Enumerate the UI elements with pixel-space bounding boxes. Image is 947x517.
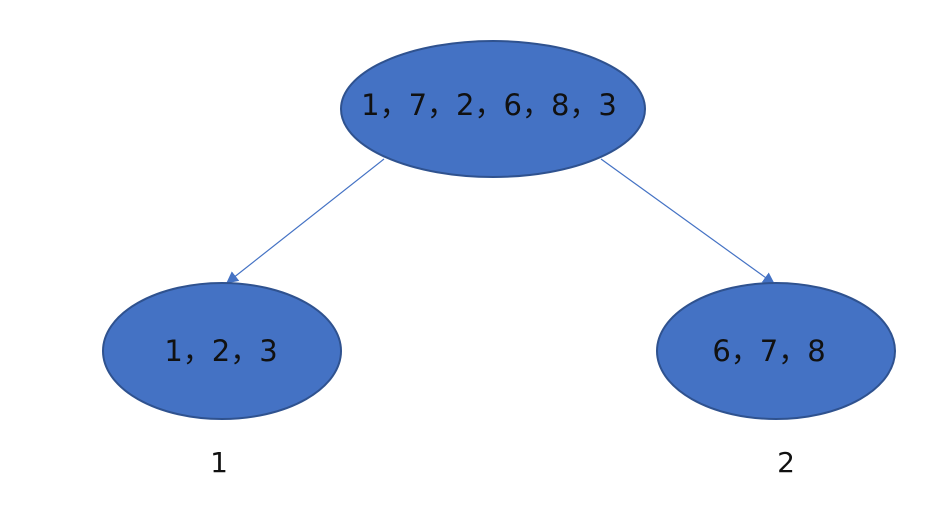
edge-root-to-right <box>600 158 775 285</box>
left-node-label: 1，2，3 <box>164 334 277 368</box>
edge-root-to-left <box>226 158 385 284</box>
right-node <box>656 282 896 420</box>
left-node-caption: 1 <box>210 446 228 479</box>
root-node-label: 1，7，2，6，8，3 <box>361 88 617 122</box>
root-node <box>340 40 646 178</box>
right-node-label: 6，7，8 <box>712 334 825 368</box>
left-node <box>102 282 342 420</box>
right-node-caption: 2 <box>777 446 795 479</box>
